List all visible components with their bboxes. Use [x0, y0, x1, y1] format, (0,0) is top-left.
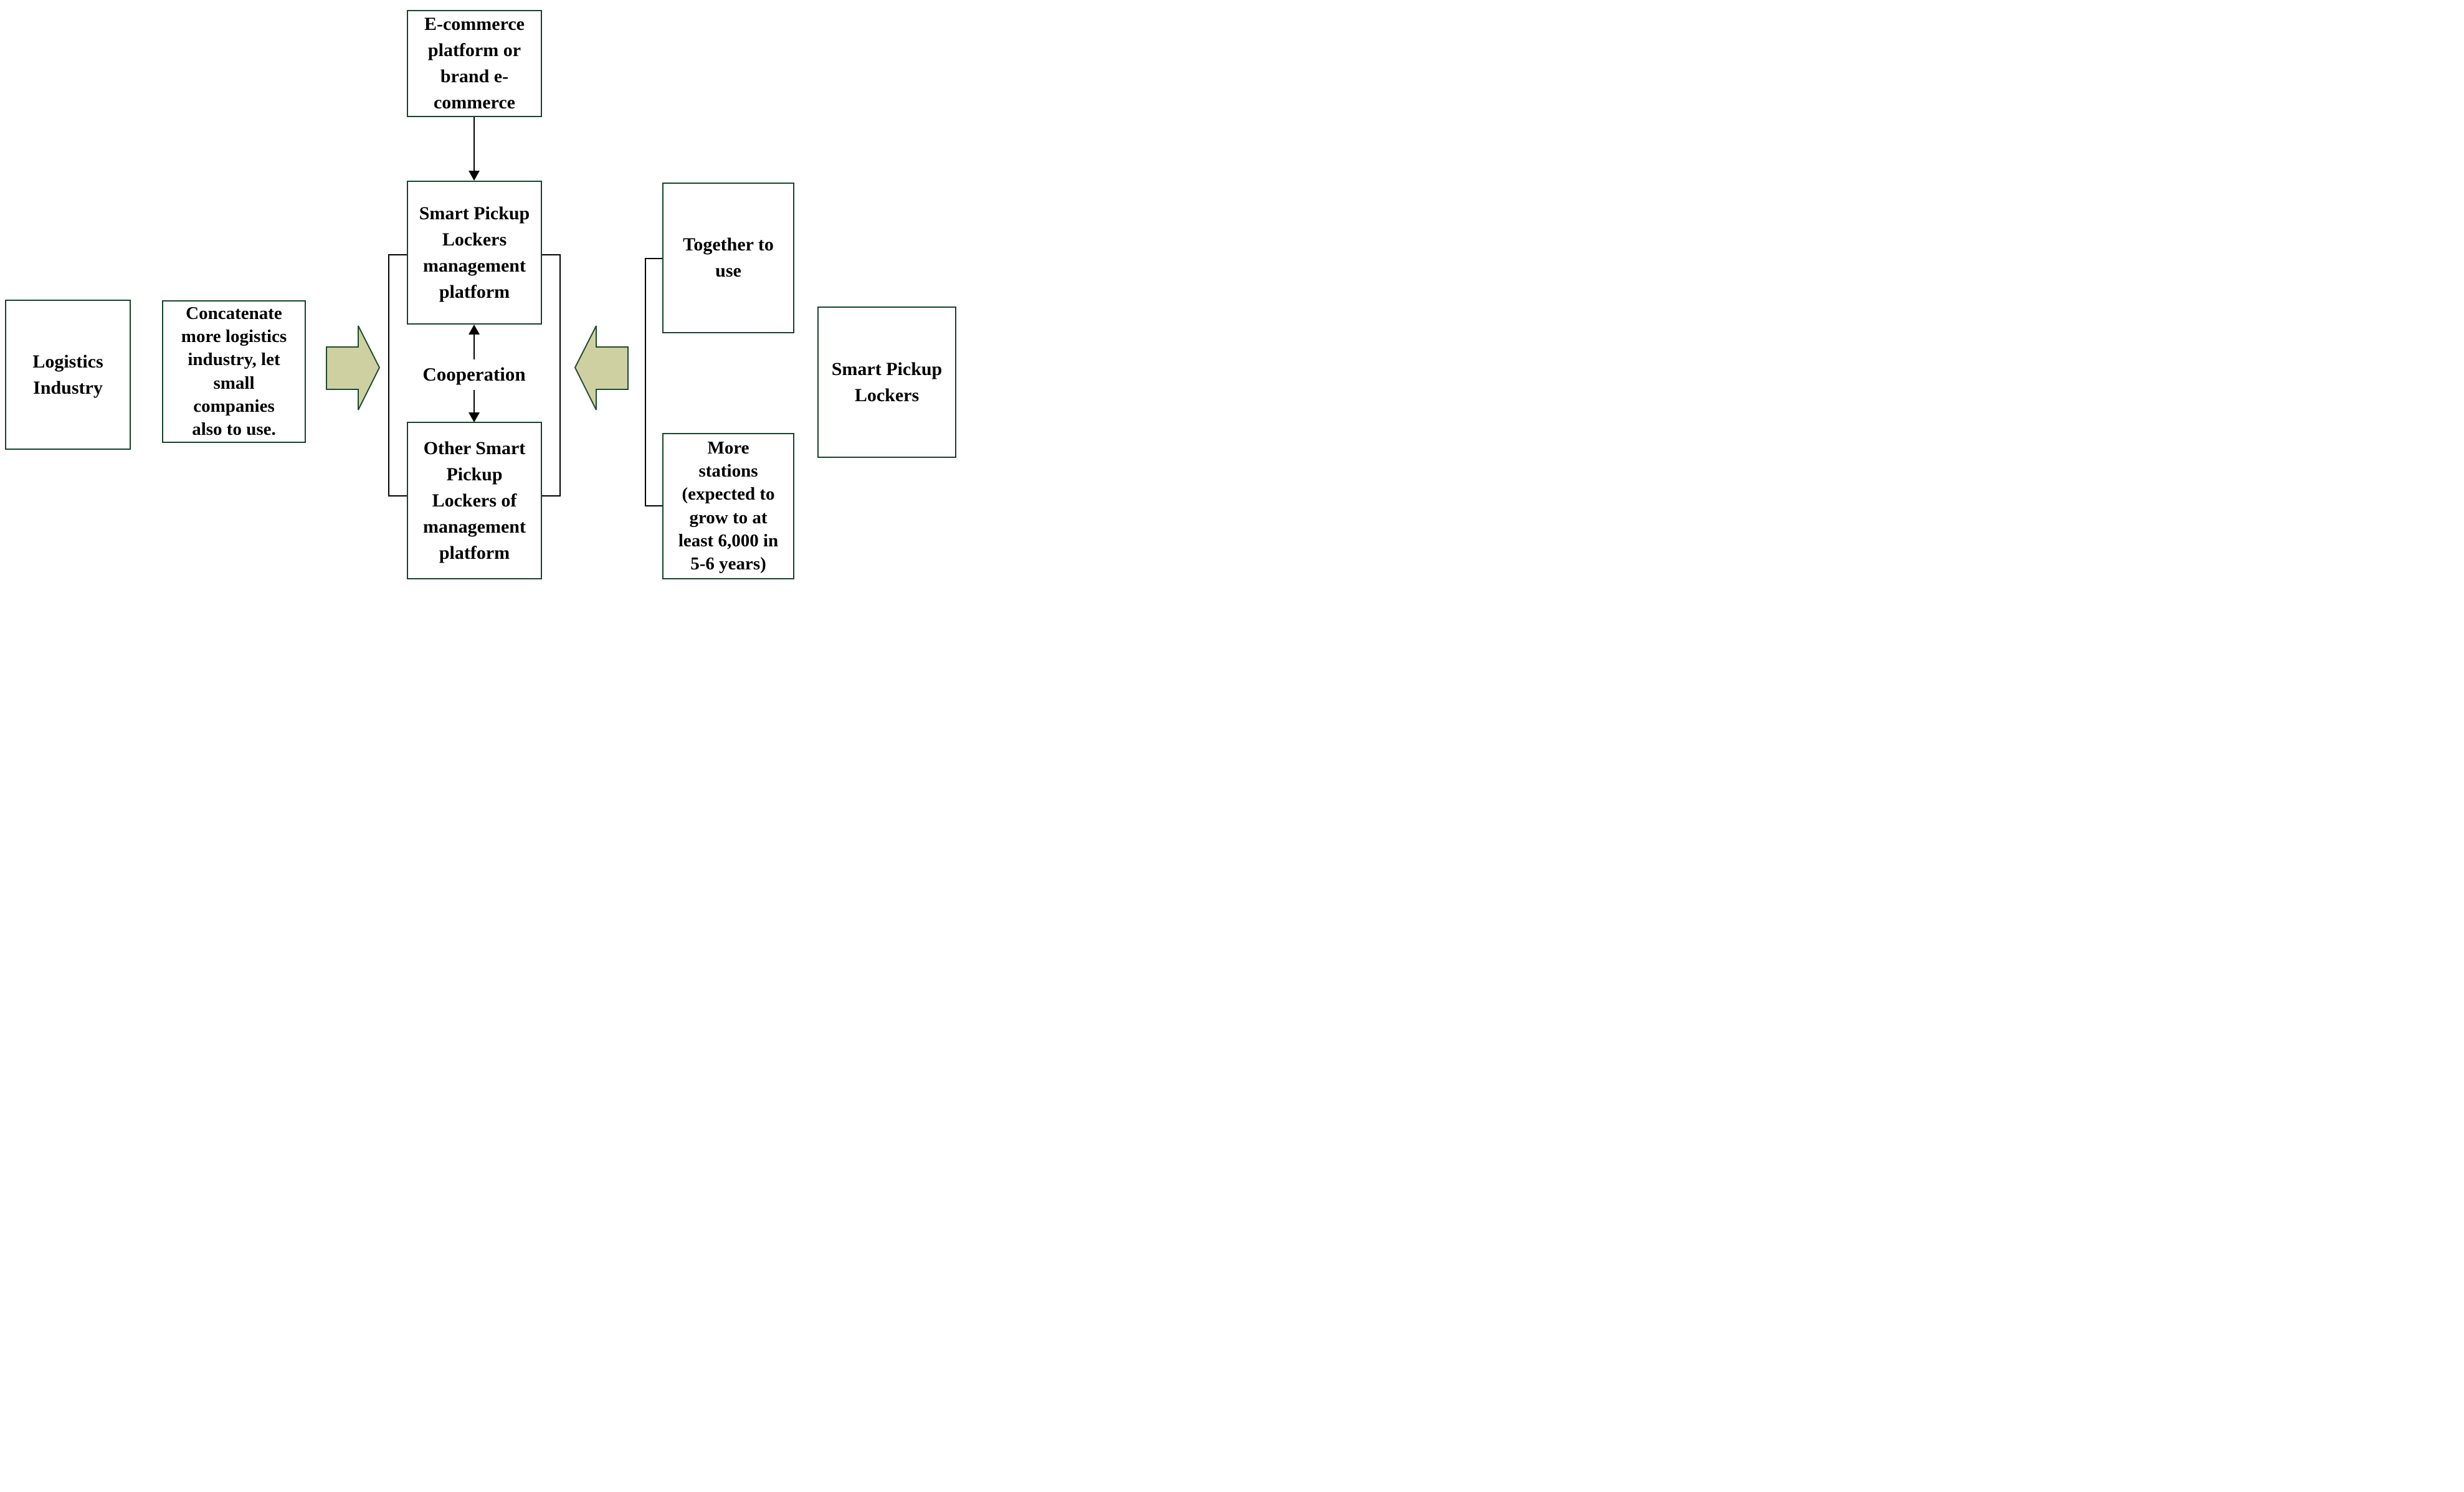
platform-box: Smart Pickup Lockers management platform	[407, 181, 542, 325]
stations-box-label: More stations (expected to grow to at le…	[678, 438, 779, 574]
ecommerce-box-label: E-commerce platform or brand e- commerce	[424, 14, 525, 113]
cooperation-label-text: Cooperation	[422, 363, 526, 385]
right-block-arrow-icon	[326, 325, 380, 411]
cooperation-line-bottom	[473, 390, 475, 412]
ecommerce-to-platform-line	[473, 117, 475, 171]
concatenate-box-label: Concatenate more logistics industry, let…	[181, 303, 287, 439]
down-arrowhead-icon	[469, 171, 480, 181]
right-bracket-bottom-stub	[645, 505, 662, 506]
together-box-label: Together to use	[683, 234, 774, 281]
logistics-box-label: Logistics Industry	[32, 351, 103, 398]
logistics-box: Logistics Industry	[5, 300, 131, 450]
right-bracket-vline	[645, 258, 646, 506]
platform-box-label: Smart Pickup Lockers management platform	[419, 202, 530, 302]
up-arrowhead-icon	[469, 325, 480, 335]
right-bracket-top-stub	[645, 258, 662, 259]
cooperation-label: Cooperation	[399, 359, 549, 389]
left-block-arrow-icon	[574, 325, 629, 411]
lockers-box-label: Smart Pickup Lockers	[831, 358, 943, 406]
diagram-canvas: E-commerce platform or brand e- commerce…	[0, 0, 963, 583]
ecommerce-box: E-commerce platform or brand e- commerce	[407, 10, 542, 117]
lockers-box: Smart Pickup Lockers	[817, 306, 956, 458]
down-arrowhead-icon	[469, 412, 480, 422]
other-platform-box: Other Smart Pickup Lockers of management…	[407, 422, 542, 579]
together-box: Together to use	[662, 183, 794, 333]
cooperation-line-top	[473, 335, 475, 362]
concatenate-box: Concatenate more logistics industry, let…	[162, 300, 306, 443]
stations-box: More stations (expected to grow to at le…	[662, 433, 794, 579]
other-platform-box-label: Other Smart Pickup Lockers of management…	[423, 437, 526, 563]
